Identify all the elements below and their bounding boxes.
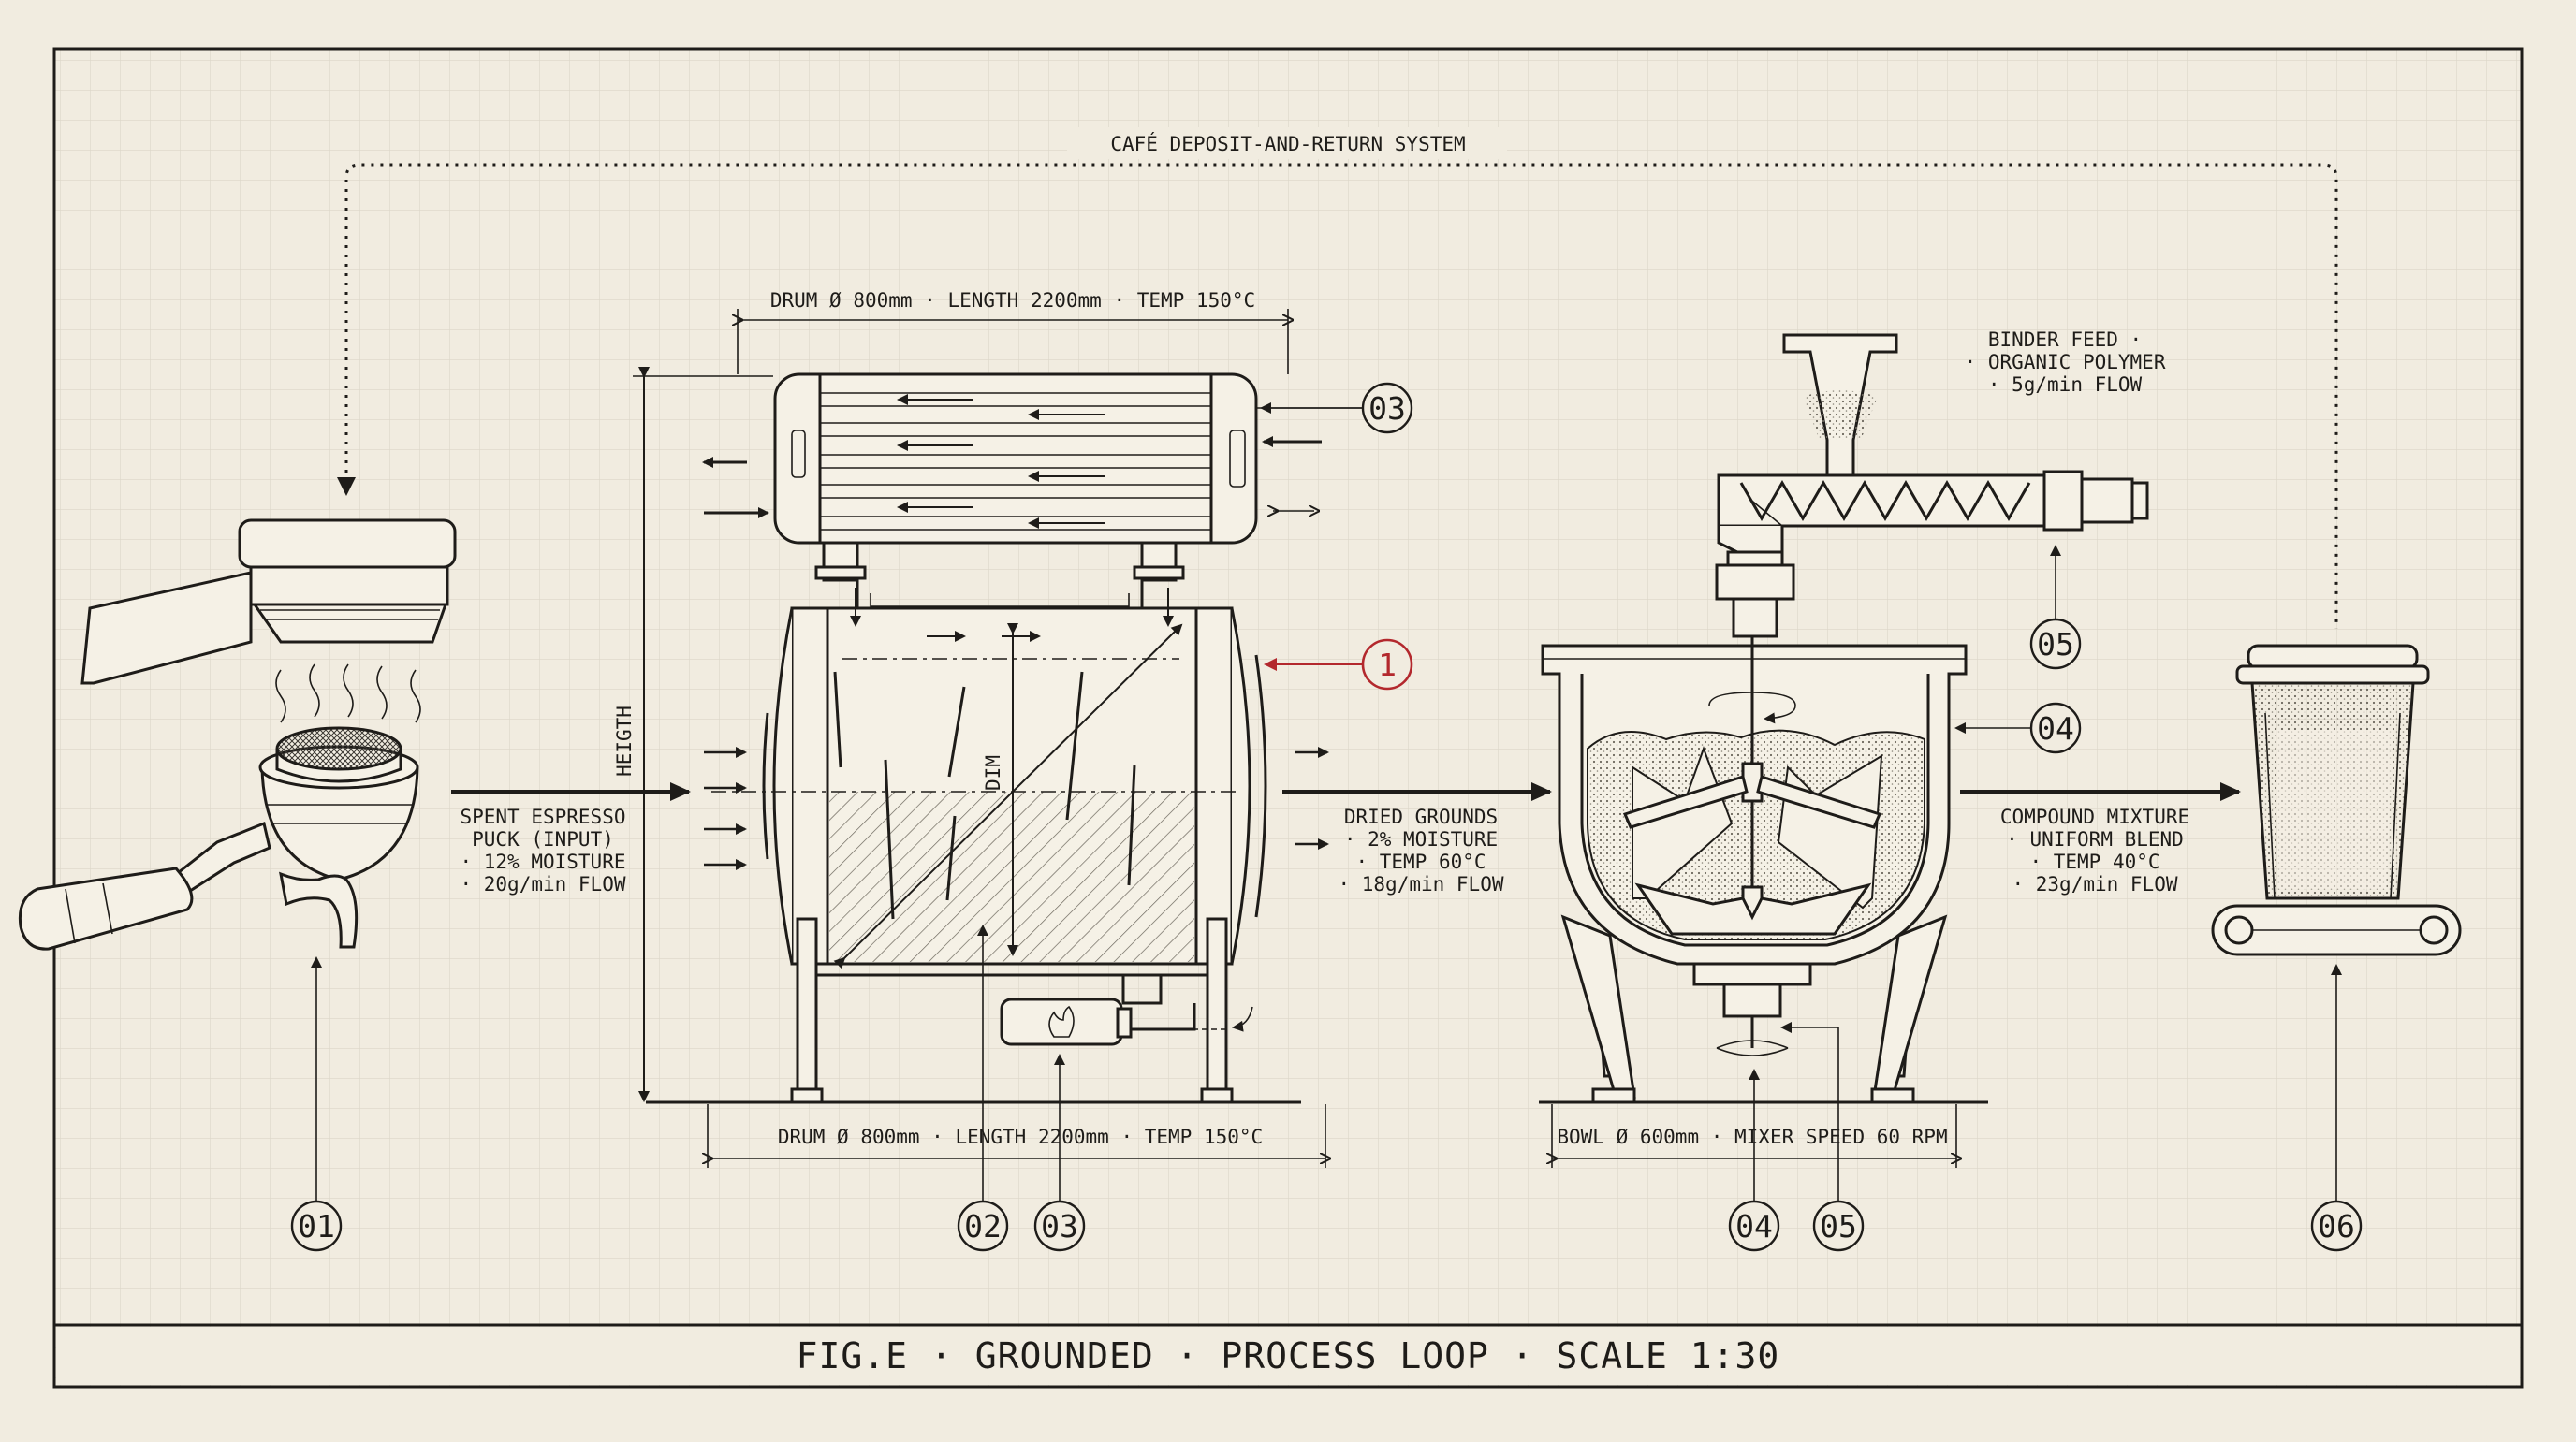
espresso-puck <box>275 726 402 771</box>
flame-icon <box>1048 1005 1075 1038</box>
mixer-bottom-dimension: BOWL Ø 600mm · MIXER SPEED 60 RPM <box>1557 1126 1947 1148</box>
callout-06-label: 06 <box>2318 1208 2355 1245</box>
cup-group <box>2211 644 2462 956</box>
return-loop-arrowhead <box>337 477 356 496</box>
callout-05-bottom-label: 05 <box>1820 1208 1857 1245</box>
dried-line-2: · 2% MOISTURE <box>1344 828 1498 851</box>
compound-line-4: · 23g/min FLOW <box>2012 873 2177 896</box>
footer-title: FIG.E · GROUNDED · PROCESS LOOP · SCALE … <box>797 1335 1780 1376</box>
callout-06 <box>2310 1200 2363 1252</box>
callout-03-bottom-label: 03 <box>1041 1208 1078 1245</box>
group-head-body <box>249 565 449 606</box>
footer-band <box>56 1327 2520 1385</box>
compound-line-1: COMPOUND MIXTURE <box>2000 806 2189 828</box>
return-loop-dotted-path <box>344 163 2338 629</box>
binder-line-1: BINDER FEED · <box>1988 328 2142 351</box>
dryer-bottom-dimension: DRUM Ø 800mm · LENGTH 2200mm · TEMP 150°… <box>778 1126 1263 1148</box>
cup-lid <box>2247 644 2419 670</box>
loop-label-bg <box>1067 127 1507 159</box>
dried-line-4: · 18g/min FLOW <box>1338 873 1503 896</box>
callout-04-side-label: 04 <box>2037 710 2074 747</box>
callout-04-bottom-label: 04 <box>1735 1208 1773 1245</box>
callout-02-label: 02 <box>964 1208 1002 1245</box>
heat-exchanger-shell <box>773 372 1258 545</box>
callout-1-red <box>1361 638 1413 691</box>
outer-frame <box>52 47 2524 1389</box>
callout-03-bottom <box>1033 1200 1086 1252</box>
mixer-motor <box>1715 563 1795 601</box>
heat-exchanger-dimension: DRUM Ø 800mm · LENGTH 2200mm · TEMP 150°… <box>770 289 1255 312</box>
callout-02 <box>957 1200 1009 1252</box>
dried-line-3: · TEMP 60°C <box>1355 851 1486 873</box>
callout-05-top-label: 05 <box>2037 626 2074 663</box>
grid-background <box>54 49 2522 1387</box>
callout-03-top <box>1361 382 1413 434</box>
input-line-1: SPENT ESPRESSO <box>460 806 625 828</box>
mixer-group: BINDER FEED · · ORGANIC POLYMER · 5g/min… <box>1539 328 2166 1252</box>
group-head-lever <box>80 571 253 685</box>
loop-label: CAFÉ DEPOSIT-AND-RETURN SYSTEM <box>1110 132 1465 155</box>
group-head-cap <box>238 518 457 569</box>
input-line-3: · 12% MOISTURE <box>460 851 625 873</box>
dried-line-1: DRIED GROUNDS <box>1344 806 1498 828</box>
compound-line-2: · UNIFORM BLEND <box>2006 828 2184 851</box>
portafilter-handle <box>18 867 194 951</box>
callout-1-red-label: 1 <box>1378 647 1397 683</box>
callout-01-label: 01 <box>298 1208 335 1245</box>
portafilter-spout <box>279 871 359 949</box>
input-line-4: · 20g/min FLOW <box>460 873 625 896</box>
binder-line-3: · 5g/min FLOW <box>1988 373 2143 396</box>
callout-04-bottom <box>1728 1200 1780 1252</box>
input-line-2: PUCK (INPUT) <box>472 828 614 851</box>
callout-05-bottom <box>1812 1200 1865 1252</box>
callout-05-top <box>2029 618 2082 670</box>
callout-01 <box>290 1200 343 1252</box>
dryer-group: DRUM Ø 800mm · LENGTH 2200mm · TEMP 150°… <box>613 289 1413 1252</box>
callout-03-top-label: 03 <box>1368 390 1406 427</box>
callout-04-side <box>2029 702 2082 754</box>
group-head-base <box>252 603 448 644</box>
portafilter-group <box>18 518 457 951</box>
binder-line-2: · ORGANIC POLYMER <box>1965 351 2166 373</box>
height-label: HEIGTH <box>613 706 636 777</box>
diameter-label: DIM <box>982 755 1004 791</box>
compound-line-3: · TEMP 40°C <box>2029 851 2159 873</box>
